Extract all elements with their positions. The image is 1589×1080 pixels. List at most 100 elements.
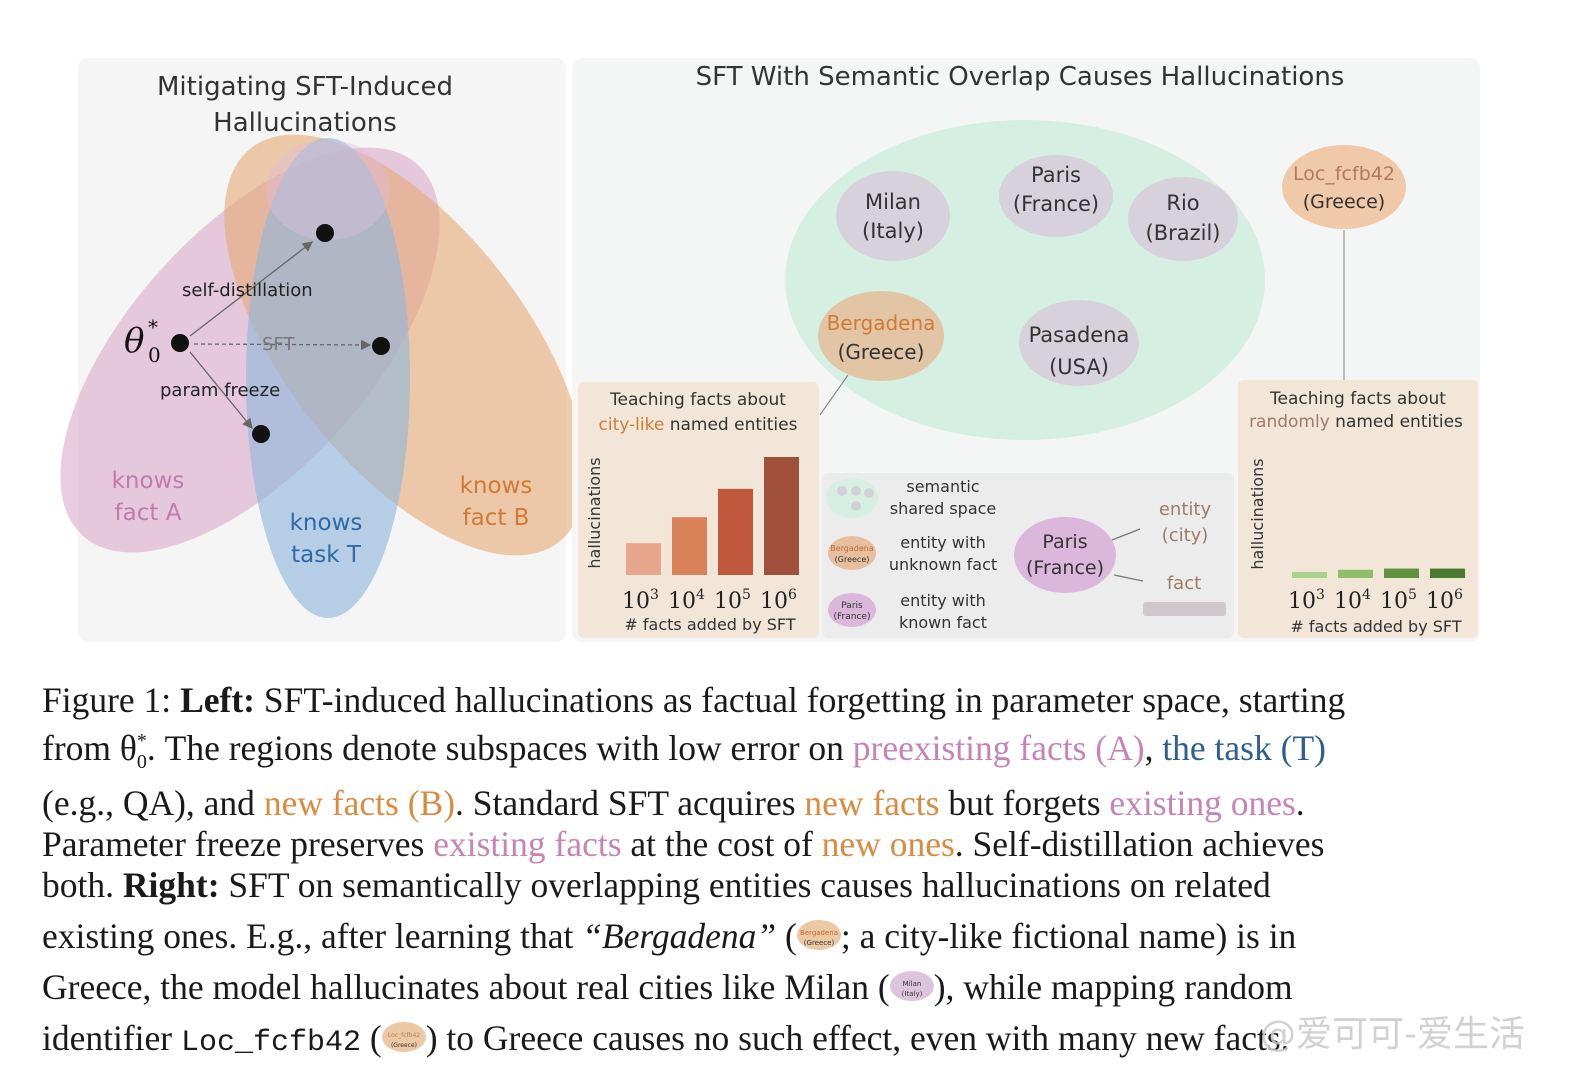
region-task-t — [246, 138, 410, 618]
point-sft — [372, 337, 390, 355]
chart-right-tick-exp-1: 3 — [1316, 587, 1325, 603]
entity-loc-country: (Greece) — [1303, 191, 1385, 213]
entity-rio-name: Rio — [1166, 191, 1199, 215]
region-b-label-2: fact B — [463, 505, 530, 531]
region-t-label-1: knows — [290, 510, 363, 536]
chart-left-bars — [626, 457, 799, 575]
entity-milan — [836, 171, 950, 261]
caption-l8-c: ) to Greece causes no such effect, even … — [425, 1017, 1290, 1058]
caption-line-3: (e.g., QA), and new facts (B). Standard … — [42, 783, 1532, 824]
chart-right-bar-2 — [1338, 569, 1373, 578]
arrow-sft — [193, 339, 372, 351]
legend-unknown-2: unknown fact — [889, 555, 997, 574]
entity-pasadena-name: Pasadena — [1029, 323, 1130, 347]
chart-right-bars — [1292, 568, 1465, 578]
chart-left-bar-1 — [626, 543, 661, 575]
caption-l2-b: . The regions denote subspaces with low … — [146, 727, 853, 768]
label-sft: SFT — [262, 334, 295, 355]
entity-bergadena-country: (Greece) — [838, 340, 925, 364]
caption-fig-label: Figure 1: — [42, 680, 181, 720]
legend-semantic-icon — [826, 478, 878, 518]
caption-line-2: from θ*0. The regions denote subspaces w… — [42, 721, 1532, 783]
caption-l8-a: identifier — [42, 1017, 181, 1058]
caption-line-8: identifier Loc_fcfb42 (Loc_fcfb42(Greece… — [42, 1018, 1532, 1064]
caption-new-facts: new facts (B) — [263, 782, 456, 823]
legend-entity-city-1: entity — [1159, 499, 1212, 520]
caption-task: the task (T) — [1162, 727, 1326, 768]
point-self-distillation — [316, 224, 334, 242]
chart-left-ylabel: hallucinations — [585, 457, 604, 568]
connector-bergadena — [819, 374, 849, 416]
legend-unknown-icon — [828, 536, 876, 570]
chart-right-xlabel: # facts added by SFT — [1290, 617, 1461, 636]
point-param-freeze — [252, 425, 270, 443]
caption-line-1: Figure 1: Left: SFT-induced hallucinatio… — [42, 680, 1532, 721]
legend-known-chip-name: Paris — [841, 601, 863, 611]
region-a-label-1: knows — [112, 468, 185, 494]
caption-chip-milan-name: Milan — [902, 980, 921, 988]
entity-paris — [999, 155, 1113, 237]
legend-example-country: (France) — [1026, 557, 1104, 579]
right-panel-title: SFT With Semantic Overlap Causes Halluci… — [696, 62, 1345, 92]
caption-line-7: Greece, the model hallucinates about rea… — [42, 967, 1532, 1008]
chart-right-ylabel: hallucinations — [1248, 458, 1267, 569]
caption-l6-a: existing ones. E.g., after learning that — [42, 915, 583, 956]
caption-chip-bergadena-svg: Bergadena(Greece) — [800, 929, 838, 947]
caption-chip-loc-country: (Greece) — [391, 1042, 417, 1049]
entity-loc — [1282, 145, 1406, 229]
chart-left-bar-3 — [718, 488, 753, 575]
caption-line-5: both. Right: SFT on semantically overlap… — [42, 865, 1532, 906]
caption-chip-loc: Loc_fcfb42 (Greece) — [381, 1021, 426, 1052]
caption-right-label: Right: — [122, 864, 220, 905]
caption-chip-loc-svg: Loc_fcfb42 (Greece) — [388, 1032, 420, 1049]
entity-paris-name: Paris — [1031, 163, 1081, 187]
chart-left-xlabel: # facts added by SFT — [624, 615, 795, 634]
caption-new-facts-2: new facts — [804, 782, 940, 823]
caption-chip-bergadena-name: Bergadena — [800, 929, 838, 937]
legend-semantic-2: shared space — [890, 499, 997, 518]
region-b-label-1: knows — [460, 473, 533, 499]
entity-bergadena-name: Bergadena — [827, 311, 936, 335]
entity-milan-name: Milan — [865, 190, 921, 214]
chart-left-title-rest: named entities — [664, 415, 797, 435]
chart-right-title-highlight: randomly — [1249, 412, 1330, 432]
entity-loc-name: Loc_fcfb42 — [1293, 163, 1395, 185]
watermark: @爱可可-爱生活 — [1260, 1014, 1525, 1055]
caption-line-6: existing ones. E.g., after learning that… — [42, 916, 1532, 957]
legend-line-fact — [1113, 574, 1144, 582]
legend-known-2: known fact — [899, 613, 987, 632]
entity-bergadena — [818, 291, 944, 381]
caption-left-label: Left: — [180, 680, 255, 720]
label-self-distillation: self-distillation — [182, 280, 313, 301]
entity-rio — [1128, 177, 1238, 261]
caption-chip-milan-svg: Milan (Italy) — [901, 980, 922, 998]
arrow-self-distillation — [189, 241, 314, 337]
caption-l3-b: . Standard SFT acquires — [455, 782, 805, 823]
arrow-param-freeze — [189, 351, 253, 430]
legend-unknown-chip-name: Bergadena — [830, 544, 874, 553]
legend-known-icon — [828, 593, 876, 627]
region-a-label-2: fact A — [115, 500, 182, 526]
theta-sub: 0 — [148, 343, 161, 367]
caption-l7-a: Greece, the model hallucinates about rea… — [42, 966, 890, 1007]
chart-right-title-2: randomly named entities — [1249, 412, 1463, 432]
entity-milan-country: (Italy) — [862, 219, 924, 243]
theta-label: θ — [124, 321, 144, 361]
chart-right-tick-exp-3: 5 — [1408, 587, 1417, 603]
chart-left-tick-exp-2: 4 — [696, 587, 705, 603]
caption-chip-loc-name: Loc_fcfb42 — [388, 1032, 420, 1039]
legend-unknown-1: entity with — [900, 533, 985, 552]
legend-semantic-dot-4 — [851, 501, 861, 511]
region-t-label-2: task T — [291, 542, 362, 568]
caption-chip-milan-country: (Italy) — [901, 990, 922, 998]
legend-semantic-1: semantic — [906, 477, 979, 496]
caption-chip-bergadena: Bergadena(Greece) — [796, 919, 841, 950]
caption-l2-a: from θ — [42, 727, 137, 768]
caption-bergadena: “Bergadena” — [582, 915, 777, 956]
caption-l5-a: both. — [42, 864, 123, 905]
legend-example-name: Paris — [1042, 531, 1087, 553]
caption-existing-facts: existing facts — [433, 823, 622, 864]
chart-right-title-1: Teaching facts about — [1269, 389, 1446, 409]
chart-right-bar-1 — [1292, 572, 1327, 578]
